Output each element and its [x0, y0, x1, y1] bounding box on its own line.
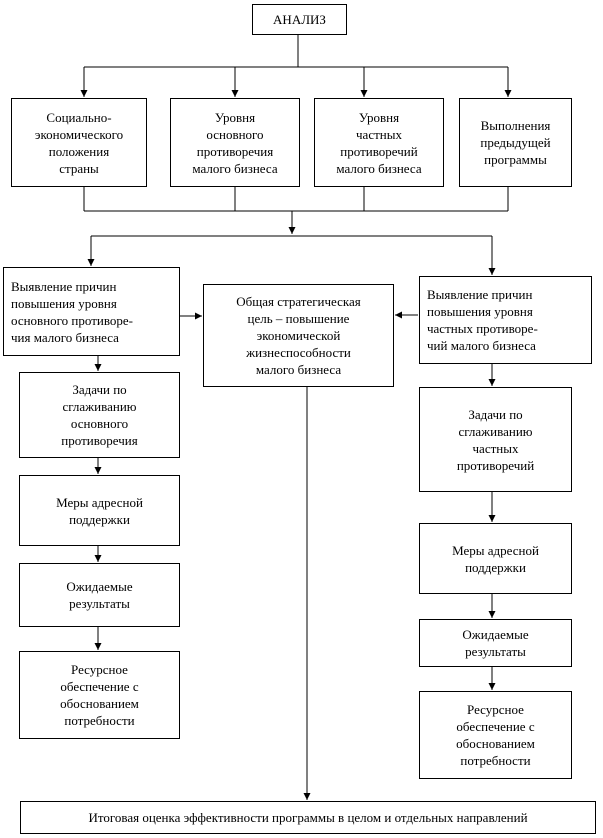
analysis-label: АНАЛИЗ [273, 12, 326, 27]
final-assessment-label: Итоговая оценка эффективности программы … [88, 810, 528, 825]
left-results-box: Ожидаемые результаты [19, 563, 180, 627]
socio-economic-label: Социально- экономического положения стра… [34, 109, 124, 176]
left-resources-label: Ресурсное обеспечение с обоснованием пот… [60, 662, 139, 728]
right-causes-label: Выявление причин повышения уровня частны… [427, 287, 538, 353]
partial-contradictions-level-box: Уровня частных противоречий малого бизне… [314, 98, 444, 187]
left-measures-box: Меры адресной поддержки [19, 475, 180, 546]
right-tasks-box: Задачи по сглаживанию частных противореч… [419, 387, 572, 492]
final-assessment-box: Итоговая оценка эффективности программы … [20, 801, 596, 834]
right-measures-label: Меры адресной поддержки [452, 542, 539, 575]
right-results-box: Ожидаемые результаты [419, 619, 572, 667]
right-results-label: Ожидаемые результаты [462, 627, 529, 659]
center-goal-label: Общая стратегическая цель – повышение эк… [236, 294, 361, 377]
left-causes-label: Выявление причин повышения уровня основн… [11, 278, 133, 345]
left-tasks-label: Задачи по сглаживанию основного противор… [61, 382, 138, 448]
partial-contradictions-level-label: Уровня частных противоречий малого бизне… [336, 109, 422, 176]
main-contradiction-level-box: Уровня основного противоречия малого биз… [170, 98, 300, 187]
left-causes-box: Выявление причин повышения уровня основн… [3, 267, 180, 356]
right-resources-label: Ресурсное обеспечение с обоснованием пот… [456, 702, 535, 768]
right-resources-box: Ресурсное обеспечение с обоснованием пот… [419, 691, 572, 779]
right-measures-box: Меры адресной поддержки [419, 523, 572, 594]
previous-program-label: Выполнения предыдущей программы [480, 118, 551, 167]
analysis-box: АНАЛИЗ [252, 4, 347, 35]
left-measures-label: Меры адресной поддержки [56, 494, 143, 527]
previous-program-box: Выполнения предыдущей программы [459, 98, 572, 187]
center-goal-box: Общая стратегическая цель – повышение эк… [203, 284, 394, 387]
left-results-label: Ожидаемые результаты [66, 579, 133, 611]
right-causes-box: Выявление причин повышения уровня частны… [419, 276, 592, 364]
main-contradiction-level-label: Уровня основного противоречия малого биз… [192, 109, 278, 176]
socio-economic-box: Социально- экономического положения стра… [11, 98, 147, 187]
right-tasks-label: Задачи по сглаживанию частных противореч… [456, 406, 535, 473]
left-tasks-box: Задачи по сглаживанию основного противор… [19, 372, 180, 458]
left-resources-box: Ресурсное обеспечение с обоснованием пот… [19, 651, 180, 739]
